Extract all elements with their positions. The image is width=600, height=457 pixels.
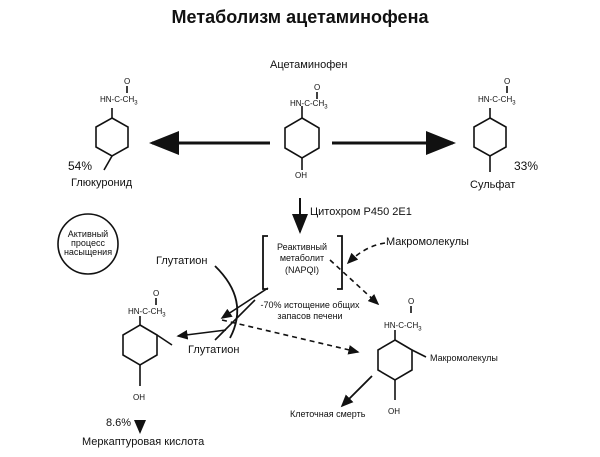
arrow-napqi-to-adduct	[329, 259, 380, 306]
arrow-glutathione-curve	[214, 265, 239, 339]
pct-mercapturic: 8.6%	[106, 417, 132, 429]
active-process-circle	[57, 213, 119, 275]
label-glutathione-top: Глутатион	[156, 255, 208, 267]
label-cell-death: Клеточная смерть	[290, 409, 366, 419]
oxygen-glucuronide: O	[124, 77, 131, 86]
oxygen-acetaminophen: O	[314, 83, 321, 92]
ring-mercapturic	[122, 298, 173, 386]
diagram-title: Метаболизм ацетаминофена	[171, 7, 429, 27]
ring-glucuronide	[95, 86, 129, 171]
napqi-bracket-right	[337, 235, 343, 290]
label-acetaminophen: Ацетаминофен	[270, 59, 348, 71]
arrow-napqi-to-glutathione	[220, 287, 269, 319]
label-glucuronide: Глюкуронид	[71, 177, 133, 189]
oxygen-mercapturic: O	[153, 289, 160, 298]
arrow-glutathione-to-mercapturic	[176, 329, 227, 340]
pct-glucuronide: 54%	[68, 159, 93, 173]
hydroxyl-mercapturic: OH	[133, 393, 145, 402]
label-sulfate: Сульфат	[470, 179, 516, 191]
group-acetaminophen: HN-C-CH3	[290, 99, 328, 111]
group-mercapturic: HN-C-CH3	[128, 307, 166, 319]
group-glucuronide: HN-C-CH3	[100, 95, 138, 107]
oxygen-sulfate: O	[504, 77, 511, 86]
glutathione-slash	[214, 299, 256, 341]
arrow-macromolecules-to-napqi	[346, 242, 386, 265]
group-adduct: HN-C-CH3	[384, 321, 422, 333]
arrow-glutathione-to-adduct	[221, 319, 360, 355]
label-depletion: -70% истощение общих запасов печени	[260, 300, 360, 322]
label-mercapturic: Меркаптуровая кислота	[82, 436, 205, 448]
label-napqi: Реактивный метаболит (NAPQI)	[276, 242, 328, 275]
label-cyp: Цитохром P450 2E1	[310, 206, 412, 218]
ring-sulfate	[473, 86, 508, 172]
label-glutathione-mid: Глутатион	[188, 344, 240, 356]
label-macromolecules-top: Макромолекулы	[386, 236, 469, 248]
oxygen-adduct: O	[408, 297, 415, 306]
label-active-process: Активный процесс насыщения	[63, 229, 113, 257]
hydroxyl-acetaminophen: OH	[295, 171, 307, 180]
ring-acetaminophen	[284, 92, 320, 170]
label-macromolecules-adduct: Макромолекулы	[430, 353, 498, 363]
group-sulfate: HN-C-CH3	[478, 95, 516, 107]
pct-sulfate: 33%	[514, 159, 539, 173]
hydroxyl-adduct: OH	[388, 407, 400, 416]
arrow-to-cell-death	[340, 375, 373, 408]
ring-adduct	[377, 306, 427, 400]
